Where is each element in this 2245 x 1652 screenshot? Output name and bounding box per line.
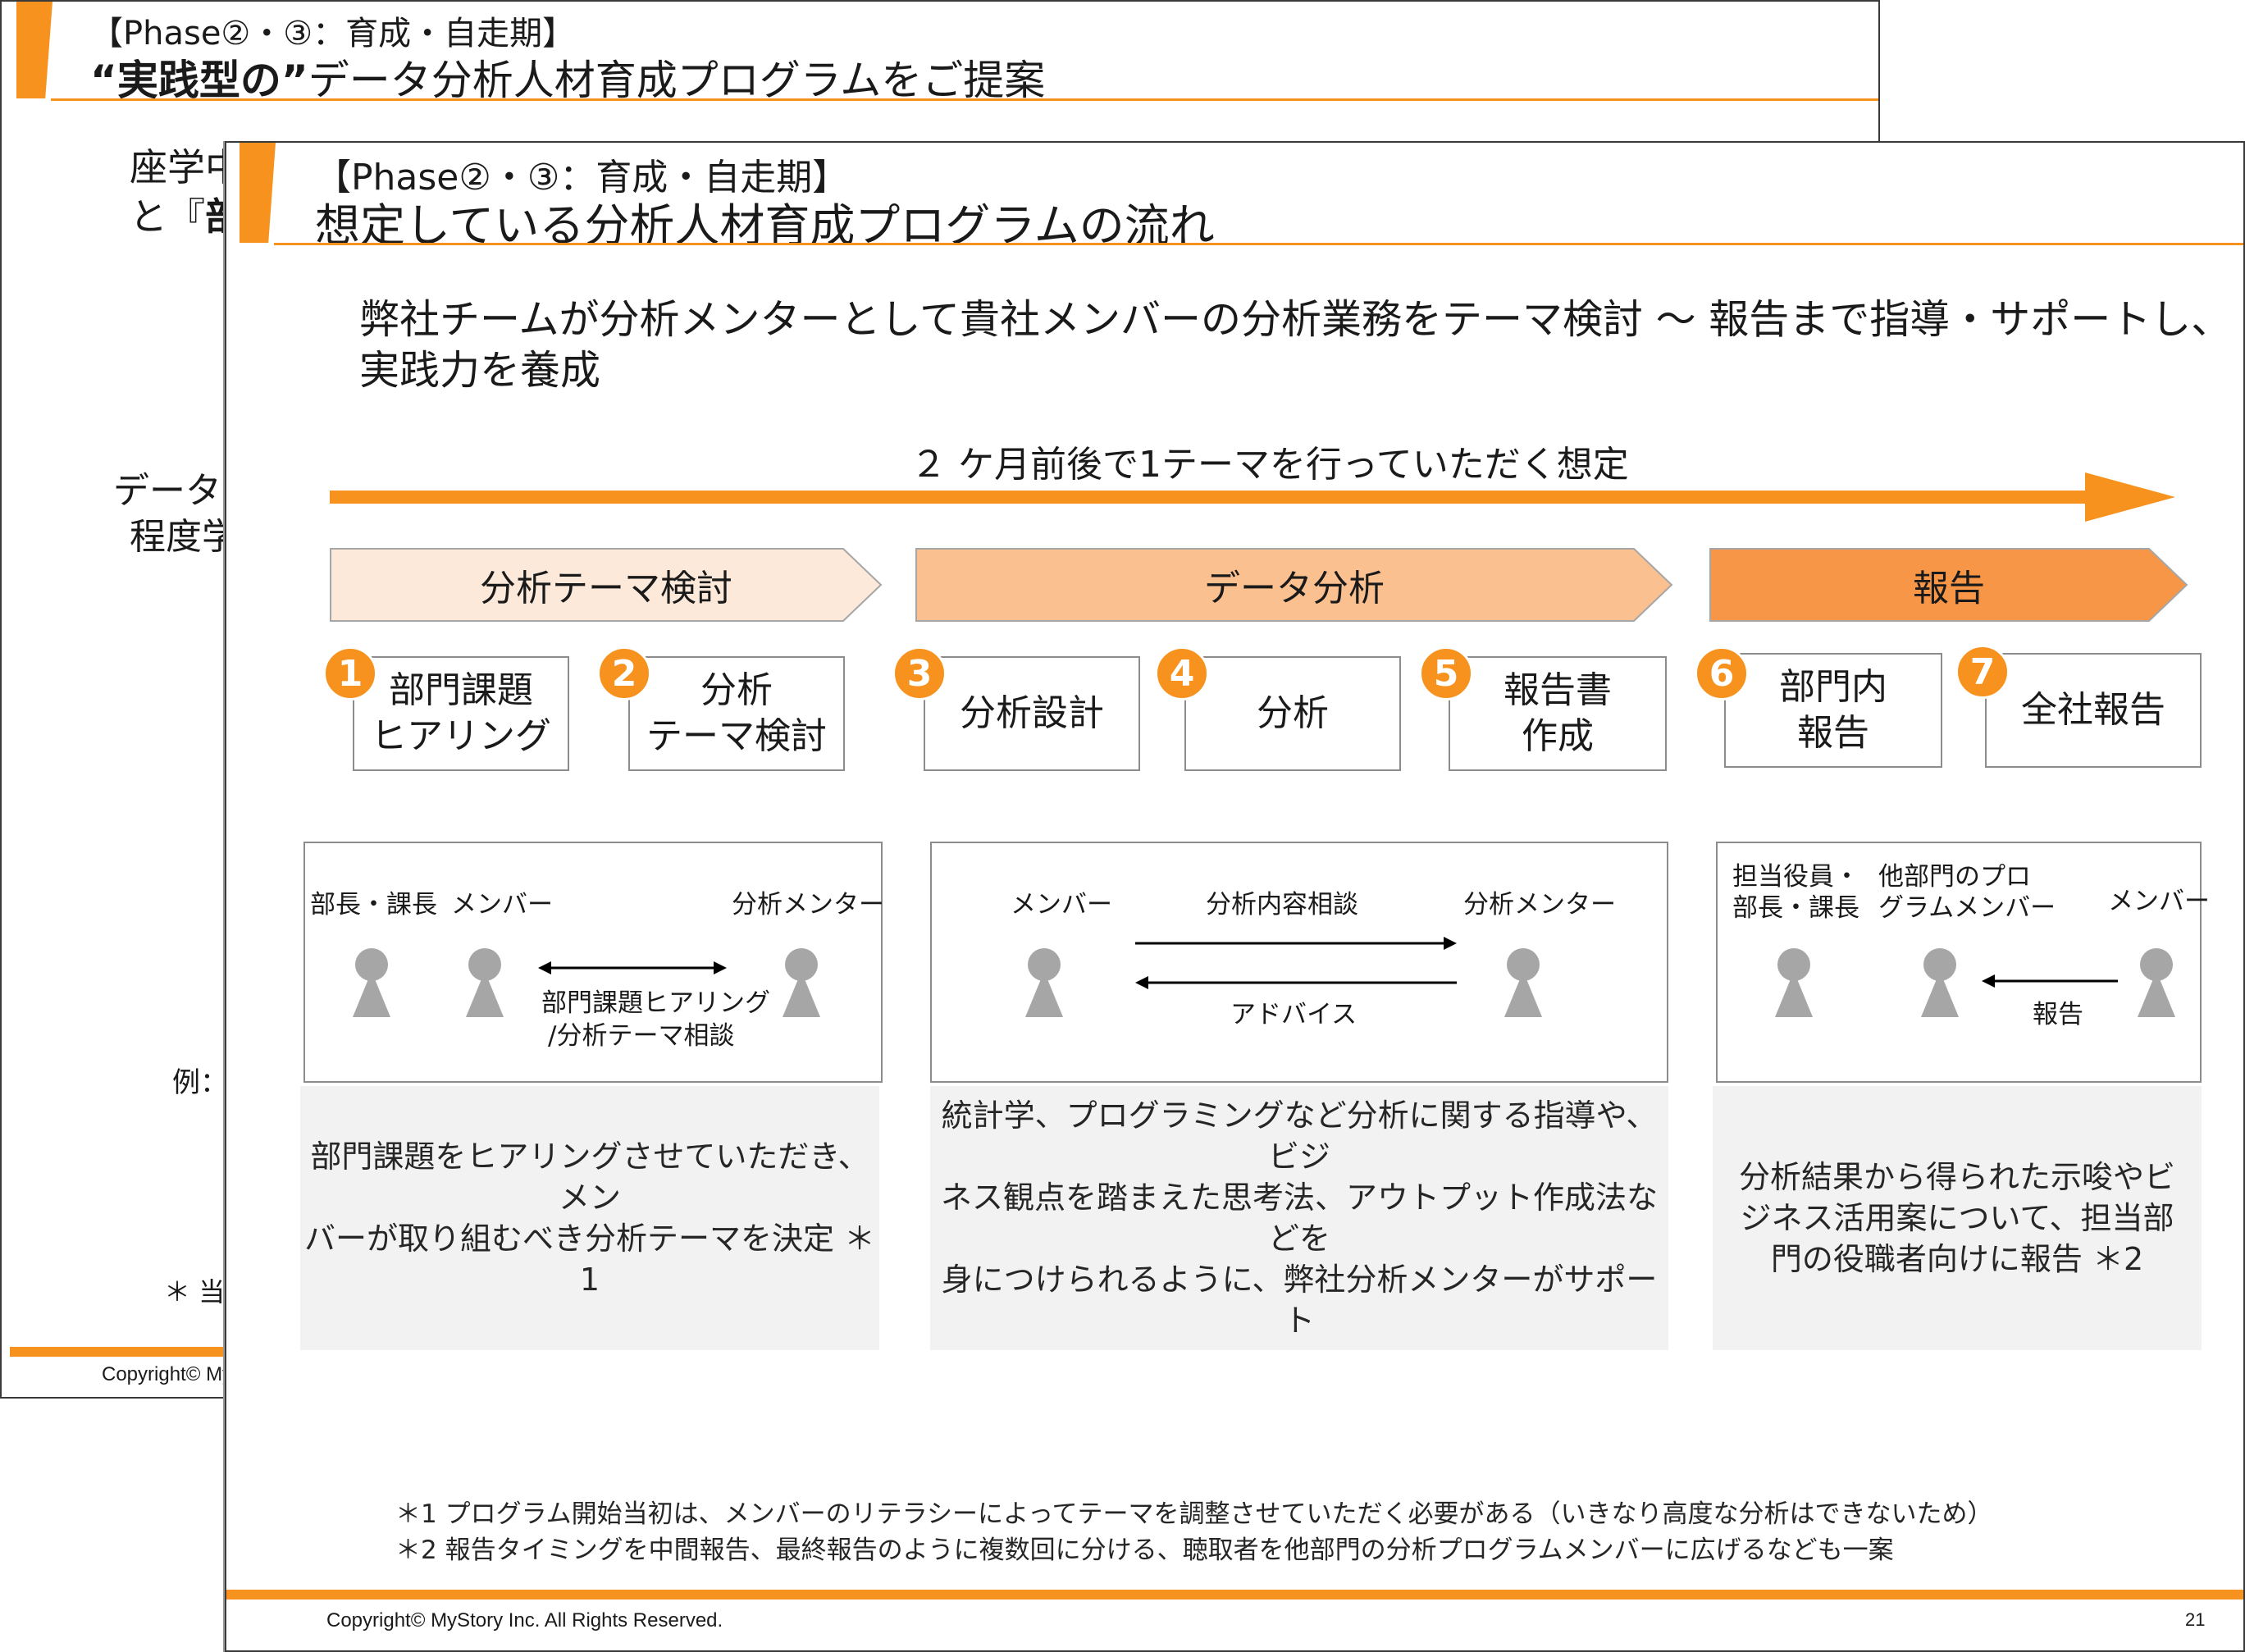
step-number-2: 2 [597,646,651,701]
description-analysis: 統計学、プログラミングなど分析に関する指導や、ビジ ネス観点を踏まえた思考法、ア… [930,1086,1668,1350]
person-icon [1025,948,1063,1017]
step-number-4: 4 [1155,646,1209,701]
double-arrow [538,961,727,974]
slide-title-bold: “実践型の” [90,57,308,104]
step-box-2: 分析 テーマ検討 [628,656,845,771]
role-label-mentor: 分析メンター [1463,890,1616,920]
arrow-label: /分析テーマ相談 [548,1021,735,1051]
role-label-executive: 担当役員・ [1732,862,1859,892]
interaction-panel-report: 担当役員・ 部長・課長 他部門のプロ グラムメンバー メンバー 報告 [1716,842,2210,1083]
person-icon [1921,948,1959,1017]
phase-label: 【Phase②・③：育成・自走期】 [315,157,849,199]
arrow-label: 分析内容相談 [1206,890,1358,920]
body-fragment: 例： [172,1066,228,1099]
interaction-panel-hearing: 部長・課長 メンバー 分析メンター 部門課題ヒアリング /分析テーマ相談 [303,842,884,1083]
footer-bar [226,1590,2243,1600]
role-label-member: メンバー [1011,890,1112,920]
main-slide: 【Phase②・③：育成・自走期】 想定している分析人材育成プログラムの流れ 弊… [225,141,2245,1652]
copyright: Copyright© MyStory Inc. All Rights Reser… [326,1609,723,1631]
arrow-label: 部門課題ヒアリング [541,988,770,1018]
left-arrow [1982,974,2118,988]
role-label-other-members: グラムメンバー [1878,893,2056,923]
role-label-member: メンバー [451,890,553,920]
slide-title: “実践型の”データ分析人材育成プログラムをご提案 [90,48,1045,107]
arrow-label: アドバイス [1230,1000,1357,1029]
step-number-5: 5 [1419,646,1473,701]
phase-label-analysis: データ分析 [1204,568,1385,609]
timeline-label: ２ ケ月前後で1テーマを行っていただく想定 [910,444,1629,486]
role-label-executive: 部長・課長 [1732,893,1859,923]
copyright: Copyright© My [102,1363,233,1385]
phase-chevron-report: 報告 [1709,548,2188,622]
step-box-6: 部門内 報告 [1724,653,1942,768]
step-number-1: 1 [323,646,377,701]
title-accent-bar [240,143,276,243]
arrow-label: 報告 [2033,1000,2083,1029]
slide-title-rest: データ分析人材育成プログラムをご提案 [308,57,1046,104]
interaction-panel-analysis: メンバー 分析メンター 分析内容相談 アドバイス [930,842,1668,1083]
lead-text-line1: 弊社チームが分析メンターとして貴社メンバーの分析業務をテーマ検討 ～ 報告まで指… [359,296,2232,343]
step-number-3: 3 [892,646,947,701]
step-box-3: 分析設計 [924,656,1140,771]
timeline-arrow [330,472,2175,522]
page-number: 21 [2185,1609,2206,1630]
phase-label-report: 報告 [1913,568,1985,609]
step-number-6: 6 [1695,646,1749,701]
step-box-1: 部門課題 ヒアリング [353,656,569,771]
right-arrow [1135,937,1457,950]
footnote-1: ＊1 プログラム開始当初は、メンバーのリテラシーによってテーマを調整させていただ… [395,1499,1993,1529]
description-hearing: 部門課題をヒアリングさせていただき、メン バーが取り組むべき分析テーマを決定 ＊… [300,1086,879,1350]
role-label-other-members: 他部門のプロ [1878,862,2031,892]
lead-text-line2: 実践力を養成 [359,347,601,394]
step-box-5: 報告書 作成 [1449,656,1667,771]
step-box-4: 分析 [1184,656,1401,771]
phase-label: 【Phase②・③：育成・自走期】 [90,15,576,52]
person-icon [353,948,390,1017]
person-icon [783,948,820,1017]
phase-chevron-analysis: データ分析 [915,548,1673,622]
role-label-member: メンバー [2108,887,2210,916]
body-fragment: 程度学 [130,516,238,558]
left-arrow [1135,976,1457,989]
phase-chevron-theme: 分析テーマ検討 [330,548,883,622]
description-report: 分析結果から得られた示唆やビ ジネス活用案について、担当部 門の役職者向けに報告… [1713,1086,2202,1350]
footnote-2: ＊2 報告タイミングを中間報告、最終報告のように複数回に分ける、聴取者を他部門の… [395,1536,1894,1565]
person-icon [2138,948,2175,1017]
step-box-7: 全社報告 [1985,653,2202,768]
person-icon [1775,948,1813,1017]
role-label-manager: 部長・課長 [310,890,437,920]
title-accent-bar [16,2,52,98]
title-underline [274,243,2243,245]
body-fragment: 座学中 [130,145,243,189]
step-number-7: 7 [1955,645,2010,699]
role-label-mentor: 分析メンター [732,890,884,920]
phase-label-theme: 分析テーマ検討 [480,568,732,609]
person-icon [466,948,504,1017]
person-icon [1504,948,1542,1017]
title-underline [51,98,1878,101]
